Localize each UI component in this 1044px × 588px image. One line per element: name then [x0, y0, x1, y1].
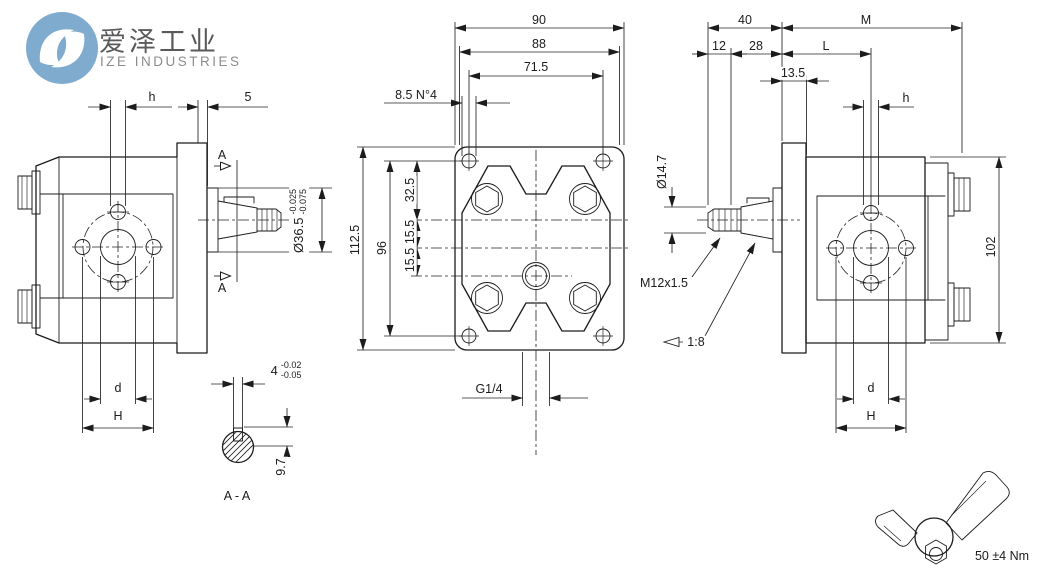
dim-label-71-5: 71.5: [521, 59, 551, 74]
dim-label-d-left: d: [112, 380, 124, 395]
dim-label-h-right: h: [900, 90, 912, 105]
front-view-drawing: [357, 22, 630, 455]
dim-nominal: 4: [270, 363, 278, 379]
company-name-chinese: 爱泽工业: [99, 27, 219, 57]
dim-label-M: M: [858, 12, 874, 27]
left-side-view-drawing: [17, 100, 332, 433]
dim-label-shaft-dia-14-7: Ø14.7: [654, 152, 669, 192]
dim-nominal: Ø36.5: [291, 217, 307, 253]
dim-label-shaft-pilot-dia: Ø36.5 -0.025 -0.075: [288, 187, 309, 255]
dim-label-H-left: H: [111, 408, 125, 423]
dim-label-5: 5: [242, 89, 254, 104]
dim-tol-upper: -0.02: [280, 360, 302, 371]
dim-label-holes-note: 8.5 N°4: [393, 87, 439, 102]
company-name-english: IZE INDUSTRIES: [100, 54, 242, 69]
dim-label-15-5-upper: 15.5: [402, 217, 417, 247]
dim-label-90: 90: [530, 12, 548, 27]
dim-tol-lower: -0.05: [280, 370, 302, 380]
dim-label-L: L: [820, 38, 832, 53]
dim-label-h-left: h: [146, 89, 158, 104]
dim-label-88: 88: [530, 36, 548, 51]
torque-spec-label: 50 ±4 Nm: [972, 548, 1032, 563]
section-aa-drawing: [211, 377, 293, 466]
dim-label-d-right: d: [865, 380, 877, 395]
section-marker-a-bottom: A: [215, 280, 229, 295]
dim-label-32-5: 32.5: [402, 175, 417, 205]
torque-wrench-illustration: [875, 470, 1010, 565]
company-logo-icon: [26, 12, 98, 84]
dim-label-port-g14: G1/4: [473, 381, 505, 396]
dim-label-thread-m12: M12x1.5: [638, 275, 690, 290]
dim-label-13-5: 13.5: [778, 65, 808, 80]
dim-label-key-width: 4 -0.02 -0.05: [268, 360, 304, 381]
section-marker-a-top: A: [215, 147, 229, 162]
dim-label-102: 102: [983, 234, 998, 260]
dim-label-H-right: H: [864, 408, 878, 423]
dim-label-taper-1-8: 1:8: [685, 334, 707, 349]
section-aa-title: A - A: [221, 488, 253, 503]
right-side-view-drawing: [662, 22, 1006, 433]
dim-label-key-depth: 9.7: [273, 456, 288, 478]
dim-label-15-5-lower: 15.5: [402, 245, 417, 275]
dim-label-28: 28: [747, 38, 765, 53]
dim-tol-lower: -0.075: [298, 189, 308, 215]
dim-label-112-5: 112.5: [347, 222, 362, 258]
dim-label-12: 12: [710, 38, 728, 53]
dim-label-96: 96: [374, 239, 389, 257]
dim-label-40: 40: [736, 12, 754, 27]
